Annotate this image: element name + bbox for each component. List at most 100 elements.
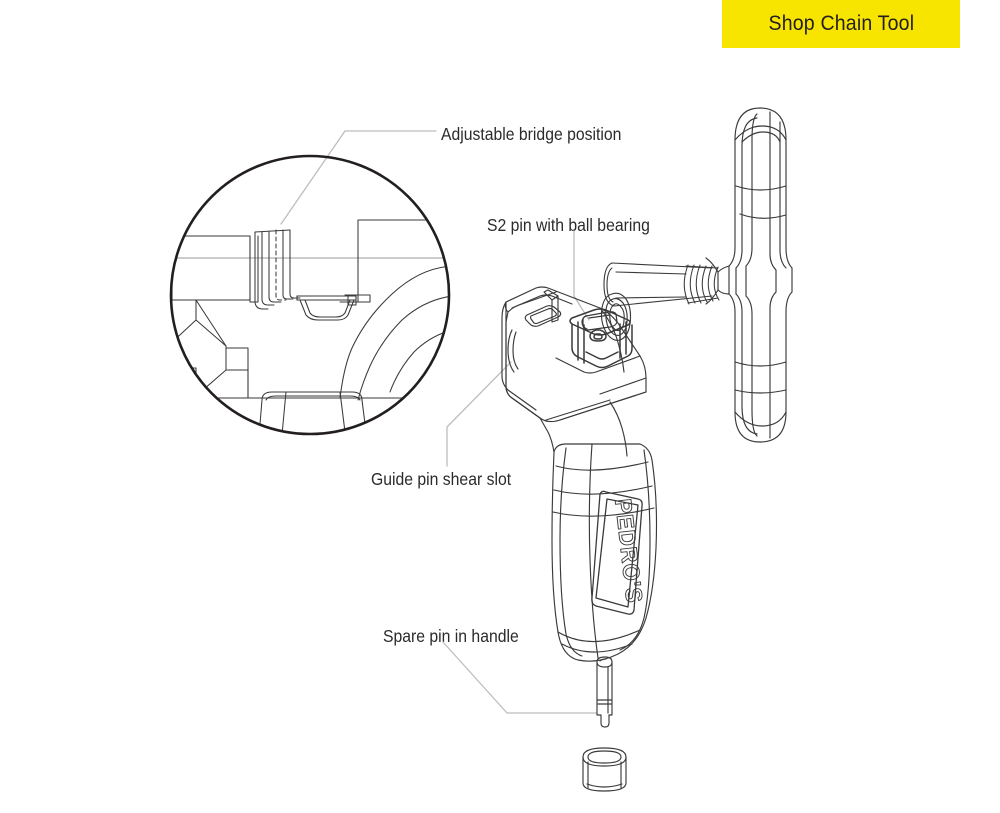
shaft-highlight-2 (615, 296, 687, 299)
t-handle-left-edge-2 (735, 145, 743, 269)
bore-outer-ring (600, 292, 632, 341)
logo-plate-inner (595, 498, 639, 608)
title-banner: Shop Chain Tool (722, 0, 960, 48)
t-handle-top-cap-inner (741, 131, 781, 143)
detail-circle-inset (169, 154, 451, 436)
tool-head-nose (501, 301, 541, 419)
t-handle-ring-1 (735, 185, 787, 191)
callout-label-s2-pin-with-ball-bearing: S2 pin with ball bearing (487, 215, 650, 235)
driving-pin-highlight (588, 314, 611, 319)
inset-left-block-face (172, 235, 251, 301)
inset-left-block (172, 235, 259, 303)
t-handle-contour-2 (769, 111, 777, 439)
leader-line-s2-pin-with-ball-bearing (573, 230, 590, 321)
pin-cap-top-ellipse (582, 747, 627, 767)
bridge-plate-left-leg (577, 321, 585, 364)
inset-cradle-body (299, 299, 355, 321)
handle-right-contour (619, 449, 651, 651)
inset-right-curve-3 (389, 329, 448, 393)
t-handle-left-edge-3 (735, 293, 758, 435)
t-handle-collar-flare-bottom (705, 289, 719, 305)
spare-pin (596, 656, 613, 728)
head-neck-right (609, 401, 628, 457)
logo-plate (591, 490, 643, 615)
head-body-crease-3 (599, 377, 647, 395)
inset-bridge-plate-3 (268, 231, 282, 303)
t-handle-collar-flare-top (705, 257, 719, 273)
spare-pin-top-highlight (599, 658, 607, 662)
inset-bridge-plate-outer (254, 231, 269, 310)
handle-bottom-curve (557, 629, 641, 643)
bridge-under-notch (585, 351, 619, 360)
bridge-plate-front (571, 323, 633, 369)
head-body-crease-2 (555, 355, 641, 374)
handle-outline (551, 443, 658, 662)
shear-slot-inner (529, 307, 557, 325)
head-underside (545, 399, 611, 421)
spare-pin-assembly (582, 656, 627, 792)
handle-shoulder-1 (555, 461, 649, 471)
bridge-bolt-ring (589, 329, 607, 342)
tool-head-nose-side (507, 329, 515, 373)
grip-handle: PEDRO'S (551, 443, 658, 662)
t-handle (705, 107, 793, 443)
inset-left-lower-slope (172, 319, 197, 347)
t-handle-collar (717, 265, 730, 295)
spare-pin-top-ellipse (596, 656, 613, 668)
pin-cap-inner-ellipse (587, 750, 622, 764)
bore-inner-ring (609, 303, 625, 332)
pin-cap-body (582, 756, 627, 792)
head-lower-edge (559, 391, 647, 421)
guide-pin-fin-edge (551, 295, 559, 301)
spare-pin-body (596, 661, 613, 728)
leader-line-spare-pin-in-handle (442, 641, 598, 714)
pin-barrel-bore (600, 292, 632, 341)
callout-label-adjustable-bridge-position: Adjustable bridge position (441, 124, 622, 144)
shaft-bottom-edge (613, 295, 713, 307)
inset-left-lower-detail (172, 367, 197, 399)
t-handle-ring-4 (734, 389, 787, 394)
inset-bridge-plate-4 (282, 229, 294, 300)
detail-circle-border (169, 154, 451, 436)
inset-cradle-tab (347, 295, 357, 306)
inset-cradle-upper (296, 295, 357, 301)
inset-bottom-block-inner-right (339, 391, 349, 433)
inset-bridge-plate-inner (289, 229, 301, 299)
inset-bridge-plate-2 (261, 231, 275, 306)
inset-lower-shelf (195, 371, 357, 399)
pin-cap (582, 747, 627, 792)
bridge-bolt-center (593, 333, 603, 340)
tool-head-top-face (511, 294, 573, 309)
inset-cradle-body-inner (304, 299, 351, 318)
t-handle-ring-2 (739, 213, 787, 219)
inset-right-curve-1 (339, 265, 448, 399)
threaded-shaft (603, 262, 720, 307)
title-banner-text: Shop Chain Tool (768, 12, 914, 35)
pin-cap-bottom-shade (586, 783, 623, 788)
handle-shoulder-2 (553, 485, 653, 495)
handle-center-ridge (588, 443, 599, 659)
shaft-top-edge (611, 262, 713, 269)
head-body-crease-1 (599, 307, 625, 373)
shaft-left-cap (603, 262, 615, 307)
t-handle-top-cap (734, 125, 787, 141)
inset-bottom-block-top (265, 395, 361, 401)
leader-lines (280, 130, 598, 714)
shaft-highlight-1 (615, 271, 687, 275)
inset-bottom-block-inner-left (279, 391, 287, 433)
leader-line-adjustable-bridge-position (280, 130, 437, 225)
inset-bottom-block (257, 391, 369, 433)
inset-bridge-plate-dash (275, 229, 287, 301)
handle-left-contour (559, 447, 583, 657)
bore-mid-ring (605, 297, 628, 336)
handle-shoulder-3 (552, 507, 655, 517)
t-handle-bottom-cap (734, 411, 787, 427)
t-handle-outline (728, 107, 793, 443)
inset-bridge-plate-top (254, 229, 291, 233)
t-handle-contour-3 (779, 121, 787, 269)
tool-head-nose-side-2 (512, 331, 519, 370)
tool-head (501, 286, 647, 457)
t-handle-ring-3 (734, 361, 787, 367)
